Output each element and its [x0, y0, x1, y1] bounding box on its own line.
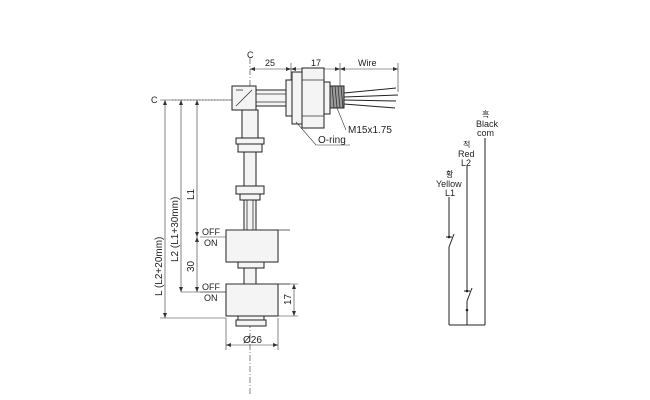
dim-17-top-label: 17	[311, 58, 321, 68]
dim-30-label: 30	[186, 260, 197, 272]
wire-label: Wire	[358, 58, 377, 68]
red-label: Red	[458, 149, 475, 159]
l2-label: L2	[461, 158, 471, 168]
lower-off-label: OFF	[202, 282, 220, 292]
vertical-stem	[235, 109, 265, 231]
red-kr-label: 적	[463, 139, 470, 149]
upper-float-body	[225, 229, 279, 263]
dim-l-label: L (L2+20mm)	[154, 237, 165, 296]
dim-17-side-label: 17	[283, 293, 294, 305]
dim-l2-label: L2 (L1+30mm)	[170, 197, 181, 262]
dim-25-label: 25	[265, 58, 275, 68]
lower-float	[225, 283, 290, 327]
horizontal-tube	[255, 89, 287, 107]
stem-tube	[243, 151, 257, 187]
oring-callout: O-ring	[295, 121, 350, 146]
stop-ring-upper	[235, 185, 265, 195]
switch-l2	[464, 285, 473, 310]
collar	[323, 81, 331, 115]
thread-spec-label: M15x1.75	[348, 125, 392, 136]
upper-on-label: ON	[204, 238, 218, 248]
black-label: Black	[476, 119, 499, 129]
lead-wires	[343, 87, 399, 109]
centerline-label-top: C	[247, 50, 254, 60]
stop-ring-base	[239, 193, 261, 201]
oring-gasket	[291, 71, 303, 125]
com-label: com	[477, 128, 494, 138]
thread-callout: M15x1.75	[336, 107, 392, 136]
upper-float	[225, 229, 290, 285]
stem-lower-tube	[243, 199, 257, 231]
yellow-kr-label: 황	[446, 169, 454, 179]
bottom-diameter-dimension: Ø26	[225, 318, 279, 350]
right-dimension-17: 17	[278, 283, 298, 317]
left-dimensions: L1 30 L2 (L1+30mm) L (L2+20mm)	[154, 99, 232, 319]
stem-collar-1	[235, 137, 265, 145]
lower-float-body	[225, 283, 279, 317]
hex-nut	[301, 67, 325, 129]
upper-float-retainer	[237, 261, 265, 269]
stem-mid-tube	[243, 267, 257, 285]
upper-off-label: OFF	[202, 227, 220, 237]
stem-collar-2	[237, 143, 263, 153]
centerline-label-left: C	[151, 95, 158, 105]
lower-on-label: ON	[204, 293, 218, 303]
dim-diameter-label: Ø26	[243, 335, 262, 346]
lower-float-retainer	[237, 315, 265, 321]
end-stop	[235, 319, 267, 327]
flange-plate	[285, 79, 293, 117]
oring-label: O-ring	[318, 135, 346, 146]
yellow-label: Yellow	[436, 179, 462, 189]
black-kr-label: 흑	[482, 109, 489, 119]
stem-upper	[241, 109, 259, 139]
dim-l1-label: L1	[186, 188, 197, 200]
wiring-schematic: 흑 Black com 적 Red L2 황 Yellow L1	[436, 109, 499, 326]
l1-label: L1	[445, 188, 455, 198]
elbow-assembly	[231, 67, 399, 129]
float-state-labels: OFF ON OFF ON	[200, 227, 226, 303]
switch-l1	[446, 233, 455, 325]
